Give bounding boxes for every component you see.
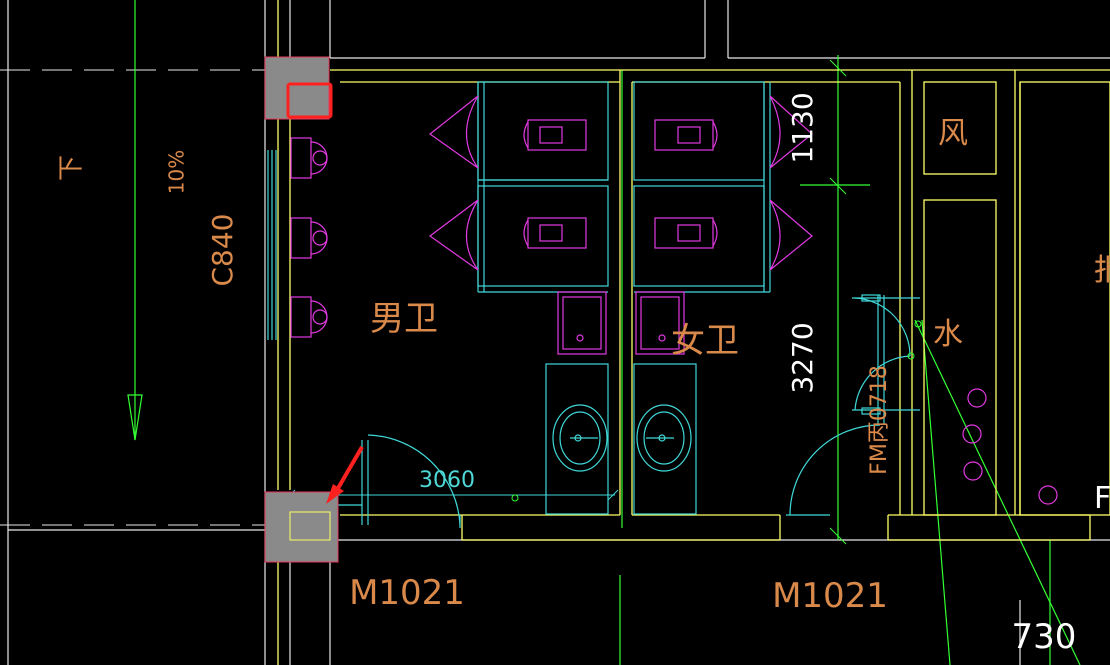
basins [552, 404, 692, 472]
wind-shaft-label: 风 [938, 116, 968, 151]
fixtures [290, 95, 1058, 505]
washbasin-icon [636, 404, 692, 472]
dimension-lines [284, 320, 922, 502]
water-shaft-label: 水 [933, 317, 963, 352]
column-top [264, 56, 330, 120]
door-code-right: M1021 [772, 576, 888, 616]
pointer-arrow-icon [326, 445, 364, 504]
door-swings [367, 297, 911, 528]
columns [264, 56, 339, 563]
women-room-label: 女卫 [671, 321, 739, 361]
partial-letter: F [1094, 481, 1110, 516]
dim-room-depth: 3270 [786, 322, 819, 393]
urinal-icon [290, 217, 328, 259]
column-bottom [264, 491, 339, 563]
urinal-icon [290, 137, 328, 179]
toilet-icon [523, 119, 587, 151]
door-code-left: M1021 [349, 573, 465, 613]
dim-bottom-right: 730 [1012, 617, 1077, 657]
walls [277, 0, 1110, 665]
partitions [267, 81, 920, 525]
highlight-box [286, 82, 333, 119]
axis-lines [134, 0, 1081, 665]
partial-label: 报 [1094, 253, 1110, 288]
urinal-icon [290, 296, 328, 338]
dim-stall-depth: 1130 [786, 92, 819, 163]
grid-dash-lines [0, 69, 265, 526]
slope-value: 10% [165, 150, 189, 194]
axis-ticks [829, 59, 847, 545]
washbasin-icon [552, 404, 608, 472]
toilet-icon [654, 217, 718, 249]
slope-arrow-icon [127, 394, 143, 441]
window-code: C840 [206, 214, 239, 287]
slope-arrow-label: 下 [57, 155, 87, 181]
fire-door-code: FM丙0718 [867, 365, 892, 475]
toilet-icon [523, 217, 587, 249]
toilet-icon [654, 119, 718, 151]
men-room-label: 男卫 [370, 299, 438, 339]
dim-width: 3060 [419, 468, 475, 493]
